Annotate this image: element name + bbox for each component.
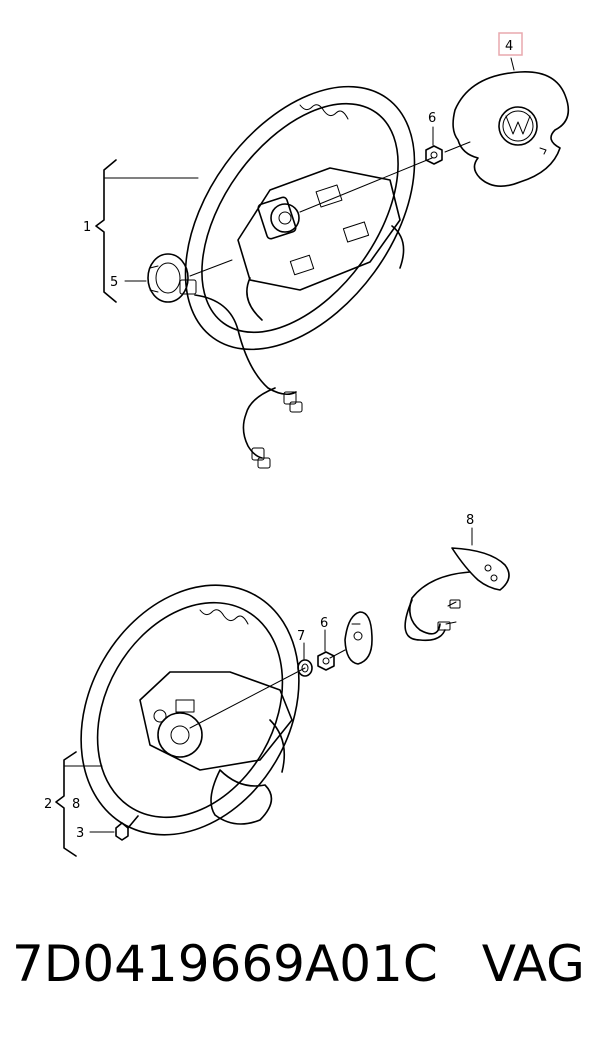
driver-airbag-unit xyxy=(452,57,570,187)
bottom-assembly xyxy=(55,527,510,857)
bottom-airbag-module xyxy=(344,611,373,665)
wiring-harness xyxy=(194,294,303,469)
washer xyxy=(297,642,313,677)
callout-label-5: 5 xyxy=(110,275,118,290)
callout-label-6-bottom: 6 xyxy=(320,616,328,631)
part-number: 7D0419669A01C xyxy=(12,935,438,993)
callout-label-1: 1 xyxy=(83,220,91,235)
callout-label-4: 4 xyxy=(505,39,513,54)
vw-logo-icon xyxy=(505,115,531,135)
steering-wheel-exploded-diagram: 4 6 1 5 xyxy=(44,32,570,857)
callout-highlight-4 xyxy=(498,32,523,56)
callout-label-6-top: 6 xyxy=(428,111,436,126)
top-wheel-hub xyxy=(237,167,405,321)
top-hex-nut xyxy=(425,126,443,165)
callout-label-2: 2 xyxy=(44,797,52,812)
top-steering-wheel-rim xyxy=(184,85,416,351)
screw xyxy=(89,815,139,841)
callout-label-8-bottom: 8 xyxy=(72,797,80,812)
callout-label-3: 3 xyxy=(76,826,84,841)
steering-wheel-cover xyxy=(404,527,510,642)
clock-spring xyxy=(124,253,233,303)
callout-label-8-top: 8 xyxy=(466,513,474,528)
caption: 7D0419669A01C VAG xyxy=(12,928,592,1000)
bottom-hex-nut xyxy=(317,629,335,671)
top-assembly xyxy=(95,57,570,469)
callout-label-7: 7 xyxy=(297,629,305,644)
bottom-wheel-hub xyxy=(139,671,293,825)
brand-name: VAG xyxy=(481,935,585,993)
